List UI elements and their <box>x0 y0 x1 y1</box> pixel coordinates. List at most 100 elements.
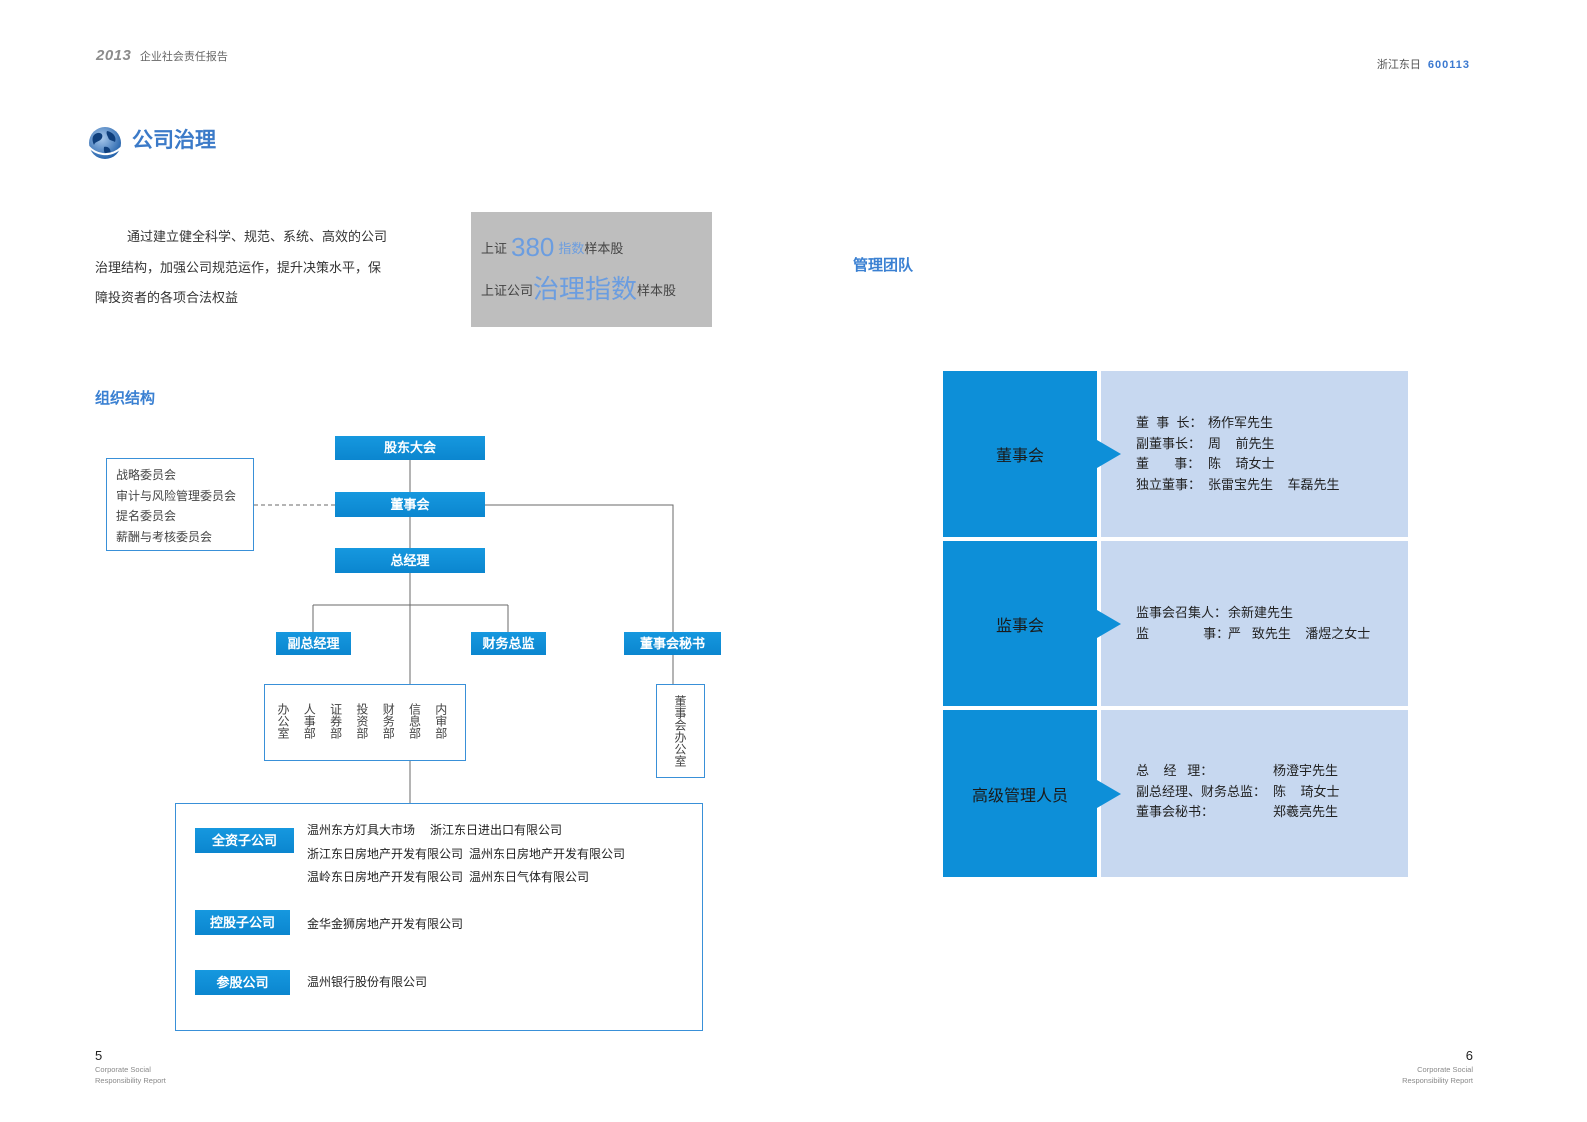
footer-right: 6 Corporate Social Responsibility Report <box>1402 1049 1473 1086</box>
member-list: 总 经 理： 杨澄宇先生 副总经理、财务总监： 陈 琦女士 董事会秘书： 郑羲亮先生 <box>1136 761 1339 823</box>
equity-participation-label: 参股公司 <box>195 970 290 995</box>
member-person: 杨澄宇先生 <box>1273 763 1339 778</box>
footer-left: 5 Corporate Social Responsibility Report <box>95 1049 166 1086</box>
company-name: 浙江东日房地产开发有限公司 <box>307 847 464 861</box>
committee-item: 提名委员会 <box>116 509 177 523</box>
index-label: 治理指数 <box>533 274 638 304</box>
member-row: 副董事长： 周 前先生 <box>1136 434 1339 455</box>
board-box: 董事会 <box>335 492 485 517</box>
group-members-panel: 监事会召集人：余新建先生 监 事：严 致先生 潘煜之女士 <box>1101 541 1408 706</box>
member-row: 独立董事： 张雷宝先生 车磊先生 <box>1136 475 1339 496</box>
company-name: 温州东日气体有限公司 <box>469 870 590 884</box>
company-name: 浙江东日 <box>1376 59 1421 71</box>
index-prefix: 上证公司 <box>481 283 534 298</box>
member-role: 董事会秘书： <box>1136 804 1215 820</box>
departments-box: 办公室 人事部 证券部 投资部 财务部 信息部 内审部 <box>264 684 466 761</box>
report-header: 2013 企业社会责任报告 <box>96 47 228 65</box>
arrow-right-icon <box>1097 440 1121 468</box>
company-header: 浙江东日 600113 <box>1377 56 1470 72</box>
section-title: 公司治理 <box>132 129 216 152</box>
department-item: 证券部 <box>328 703 343 739</box>
member-person: 严 致先生 潘煜之女士 <box>1228 625 1371 641</box>
management-group-board: 董事会 董 事 长： 杨作军先生 副董事长： 周 前先生 董 事： 陈 琦女士 独立董… <box>943 371 1408 537</box>
member-person: 杨作军先生 <box>1208 415 1274 430</box>
member-row: 监 事：严 致先生 潘煜之女士 <box>1136 624 1370 645</box>
member-person: 周 前先生 <box>1208 435 1275 451</box>
wholly-owned-label: 全资子公司 <box>195 828 294 853</box>
report-year: 2013 <box>96 47 132 64</box>
member-person: 张雷宝先生 车磊先生 <box>1208 476 1340 492</box>
footer-caption: Responsibility Report <box>1402 1076 1473 1085</box>
member-person: 郑羲亮先生 <box>1273 804 1339 820</box>
department-item: 人事部 <box>302 703 317 739</box>
committees-box: 战略委员会 审计与风险管理委员会 提名委员会 薪酬与考核委员会 <box>106 458 254 551</box>
member-role: 总 经 理： <box>1136 763 1214 778</box>
committee-item: 审计与风险管理委员会 <box>116 488 237 503</box>
member-person: 余新建先生 <box>1228 605 1294 620</box>
index-label: 指数 <box>558 241 585 256</box>
department-item: 办公室 <box>276 703 290 739</box>
deputy-gm-box: 副总经理 <box>276 632 351 655</box>
intro-line: 治理结构，加强公司规范运作，提升决策水平，保 <box>95 259 382 275</box>
index-prefix: 上证 <box>481 241 508 256</box>
department-item: 投资部 <box>354 703 369 739</box>
company-name: 温州东方灯具大市场 <box>307 823 416 837</box>
intro-line: 通过建立健全科学、规范、系统、高效的公司 <box>127 229 388 244</box>
member-person: 陈 琦女士 <box>1208 456 1275 472</box>
index-line-governance: 上证公司治理指数样本股 <box>481 274 676 304</box>
holding-subsidiary-label: 控股子公司 <box>195 910 290 935</box>
company-name: 浙江东日进出口有限公司 <box>430 823 563 837</box>
page-number: 6 <box>1465 1048 1473 1063</box>
member-person: 陈 琦女士 <box>1273 783 1340 799</box>
company-name: 温岭东日房地产开发有限公司 <box>307 870 464 884</box>
index-suffix: 样本股 <box>637 283 677 298</box>
committee-item: 战略委员会 <box>116 468 177 482</box>
committee-item: 薪酬与考核委员会 <box>116 529 213 544</box>
footer-caption: Corporate Social <box>95 1065 151 1074</box>
page-number: 5 <box>95 1048 103 1063</box>
management-team-title: 管理团队 <box>853 257 914 274</box>
member-row: 董事会秘书： 郑羲亮先生 <box>1136 802 1339 823</box>
group-name: 董事会 <box>943 371 1097 537</box>
intro-paragraph: 通过建立健全科学、规范、系统、高效的公司 治理结构，加强公司规范运作，提升决策水… <box>95 222 425 314</box>
group-members-panel: 总 经 理： 杨澄宇先生 副总经理、财务总监： 陈 琦女士 董事会秘书： 郑羲亮先生 <box>1101 710 1408 877</box>
footer-caption: Corporate Social <box>1417 1065 1473 1074</box>
member-list: 董 事 长： 杨作军先生 副董事长： 周 前先生 董 事： 陈 琦女士 独立董事： 张雷… <box>1136 413 1339 495</box>
department-item: 内审部 <box>433 703 448 739</box>
member-role: 董 事 长： <box>1136 415 1203 430</box>
management-group-executives: 高级管理人员 总 经 理： 杨澄宇先生 副总经理、财务总监： 陈 琦女士 董事会秘书… <box>943 710 1408 877</box>
index-suffix: 样本股 <box>584 241 624 256</box>
general-manager-box: 总经理 <box>335 548 485 573</box>
management-group-supervisors: 监事会 监事会召集人：余新建先生 监 事：严 致先生 潘煜之女士 <box>943 541 1408 706</box>
company-name: 温州银行股份有限公司 <box>307 975 428 989</box>
member-row: 副总经理、财务总监： 陈 琦女士 <box>1136 782 1339 803</box>
org-structure-title: 组织结构 <box>95 390 156 407</box>
board-secretary-box: 董事会秘书 <box>624 632 721 655</box>
member-role: 独立董事： <box>1136 476 1202 492</box>
stock-code: 600113 <box>1427 59 1470 71</box>
member-list: 监事会召集人：余新建先生 监 事：严 致先生 潘煜之女士 <box>1136 603 1370 644</box>
shareholders-meeting-box: 股东大会 <box>335 436 485 460</box>
department-item: 财务部 <box>381 703 396 739</box>
member-role: 副董事长： <box>1136 435 1202 451</box>
footer-caption: Responsibility Report <box>95 1076 166 1085</box>
board-office-label: 董事会办公室 <box>673 695 687 767</box>
group-members-panel: 董 事 长： 杨作军先生 副董事长： 周 前先生 董 事： 陈 琦女士 独立董事： 张雷… <box>1101 371 1408 537</box>
member-role: 副总经理、财务总监： <box>1136 783 1267 799</box>
arrow-right-icon <box>1097 779 1121 808</box>
company-name: 金华金狮房地产开发有限公司 <box>307 917 464 931</box>
group-name: 高级管理人员 <box>943 710 1097 877</box>
member-role: 董 事： <box>1136 456 1201 472</box>
company-name: 温州东日房地产开发有限公司 <box>469 847 626 861</box>
index-number: 380 <box>511 232 555 262</box>
member-role: 监事会召集人： <box>1136 605 1228 620</box>
connector-line <box>485 504 674 632</box>
cfo-box: 财务总监 <box>471 632 546 655</box>
globe-icon <box>87 127 123 159</box>
member-row: 总 经 理： 杨澄宇先生 <box>1136 761 1339 782</box>
group-name: 监事会 <box>943 541 1097 706</box>
member-row: 董 事 长： 杨作军先生 <box>1136 413 1339 434</box>
intro-line: 障投资者的各项合法权益 <box>95 290 239 305</box>
